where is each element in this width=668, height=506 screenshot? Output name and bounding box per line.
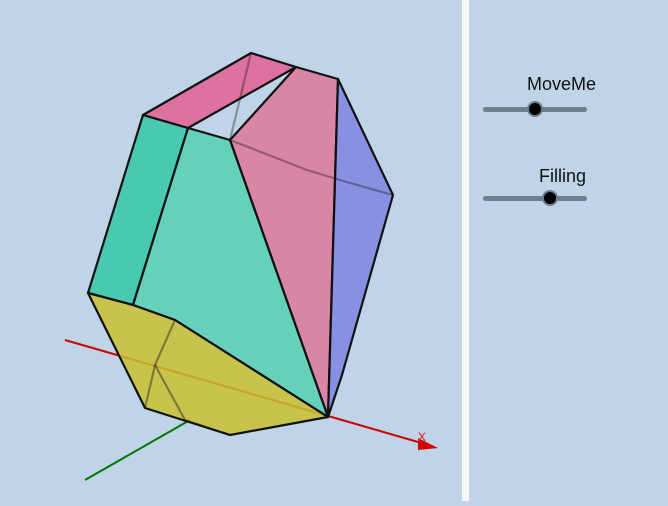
x-axis-label: x xyxy=(418,428,426,445)
x-axis-arrow xyxy=(418,438,438,450)
slider-label: MoveMe xyxy=(527,74,597,94)
slider-moveme[interactable]: MoveMe xyxy=(483,74,596,117)
slider-track[interactable] xyxy=(483,196,587,201)
slider-knob[interactable] xyxy=(527,101,543,117)
edge-inner xyxy=(143,319,177,409)
face-blue[interactable] xyxy=(326,77,395,419)
algebra-panel: MoveMe Filling xyxy=(469,0,668,501)
slider-knob[interactable] xyxy=(542,190,558,206)
graphics-3d-view[interactable]: x xyxy=(0,0,462,501)
edge-inner xyxy=(228,52,394,197)
face-yellow[interactable] xyxy=(86,291,330,437)
y-axis xyxy=(84,419,191,481)
edge-inner xyxy=(154,364,231,437)
slider-label: Filling xyxy=(539,166,587,186)
panel-divider[interactable] xyxy=(462,0,469,501)
slider-filling[interactable]: Filling xyxy=(483,166,587,206)
